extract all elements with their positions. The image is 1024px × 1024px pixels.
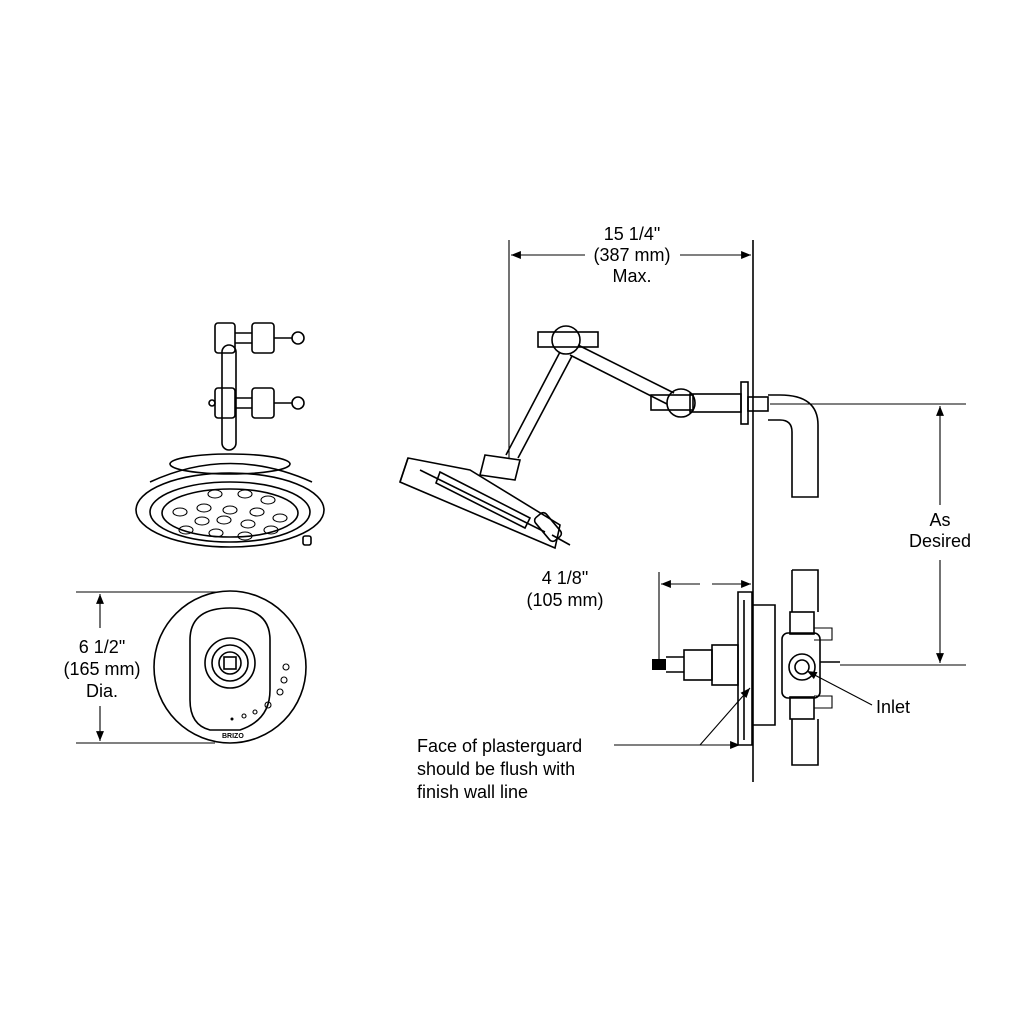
dimension-arm-reach (508, 240, 751, 458)
arm-reach-label-3: Max. (612, 266, 651, 286)
arm-reach-label-1: 15 1/4" (604, 224, 660, 244)
valve-trim-front-view: BRIZO (153, 590, 307, 744)
plasterguard-label-3: finish wall line (417, 782, 528, 802)
plasterguard-label-2: should be flush with (417, 759, 575, 779)
height-label-1: As (929, 510, 950, 530)
plasterguard-label-1: Face of plasterguard (417, 736, 582, 756)
plasterguard-leader (614, 687, 751, 749)
inlet-label: Inlet (876, 697, 910, 717)
valve-depth-label-1: 4 1/8" (542, 568, 588, 588)
valve-depth-label-2: (105 mm) (526, 590, 603, 610)
arm-reach-label-2: (387 mm) (593, 245, 670, 265)
trim-diameter-label-2: (165 mm) (63, 659, 140, 679)
dimension-height (770, 403, 966, 666)
dimension-trim-diameter (76, 591, 218, 744)
inlet-leader (806, 670, 873, 706)
showerhead-side-view (399, 325, 819, 550)
showerhead-front-view (135, 322, 325, 548)
dimension-valve-depth (658, 572, 751, 660)
height-label-2: Desired (909, 531, 971, 551)
brand-logo: BRIZO (222, 733, 244, 740)
trim-diameter-label-1: 6 1/2" (79, 637, 125, 657)
valve-side-view (652, 569, 840, 766)
trim-diameter-label-3: Dia. (86, 681, 118, 701)
